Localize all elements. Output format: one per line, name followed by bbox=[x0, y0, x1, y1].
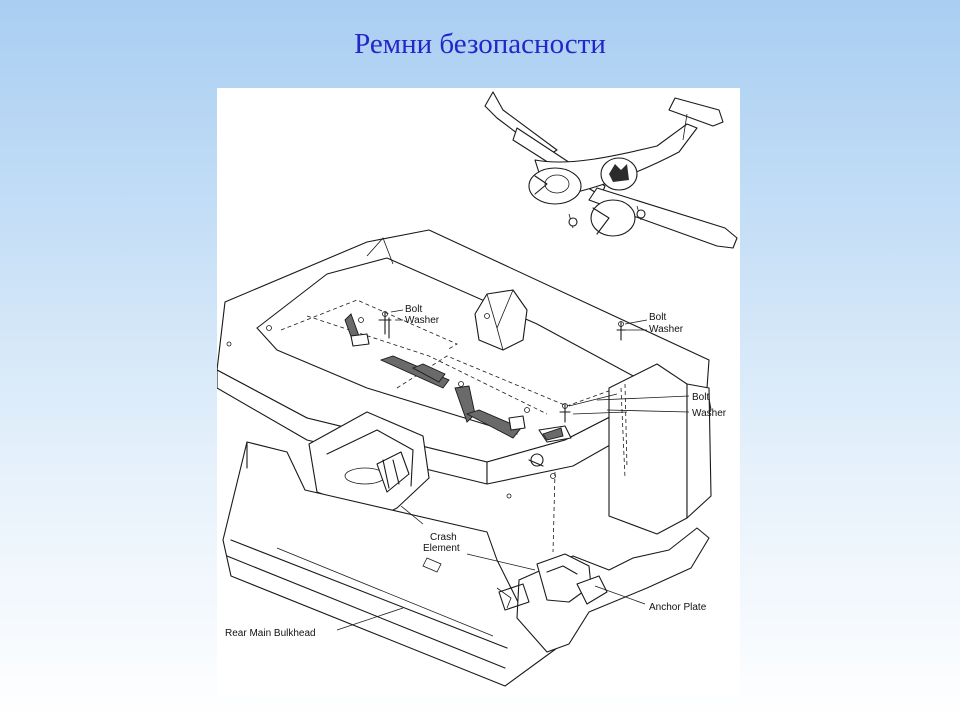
washer-label-top-right: Washer bbox=[649, 324, 684, 335]
washer-label-right: Washer bbox=[692, 408, 727, 419]
seat-belt-straps bbox=[344, 313, 572, 443]
diagram-drawing: Bolt Washer Bolt Washer Bolt Washer Cras… bbox=[217, 91, 738, 687]
seat-belt-installation-diagram: Bolt Washer Bolt Washer Bolt Washer Cras… bbox=[217, 88, 740, 696]
bolts-and-washers bbox=[378, 311, 626, 553]
anchor-plate-label: Anchor Plate bbox=[649, 602, 707, 613]
rear-main-bulkhead-label: Rear Main Bulkhead bbox=[225, 628, 316, 639]
callout-leaders bbox=[336, 309, 690, 631]
bolt-label-left: Bolt bbox=[405, 304, 422, 315]
crash-element bbox=[308, 411, 430, 517]
bolt-label-top-right: Bolt bbox=[649, 312, 666, 323]
aircraft-thumbnail bbox=[484, 91, 738, 249]
crash-element-label-line2: Element bbox=[423, 543, 460, 554]
anchor-plate bbox=[498, 527, 710, 653]
bolt-label-right: Bolt bbox=[692, 392, 709, 403]
washer-label-left: Washer bbox=[405, 315, 440, 326]
slide-title: Ремни безопасности bbox=[354, 28, 606, 60]
crash-element-label-line1: Crash bbox=[430, 532, 457, 543]
